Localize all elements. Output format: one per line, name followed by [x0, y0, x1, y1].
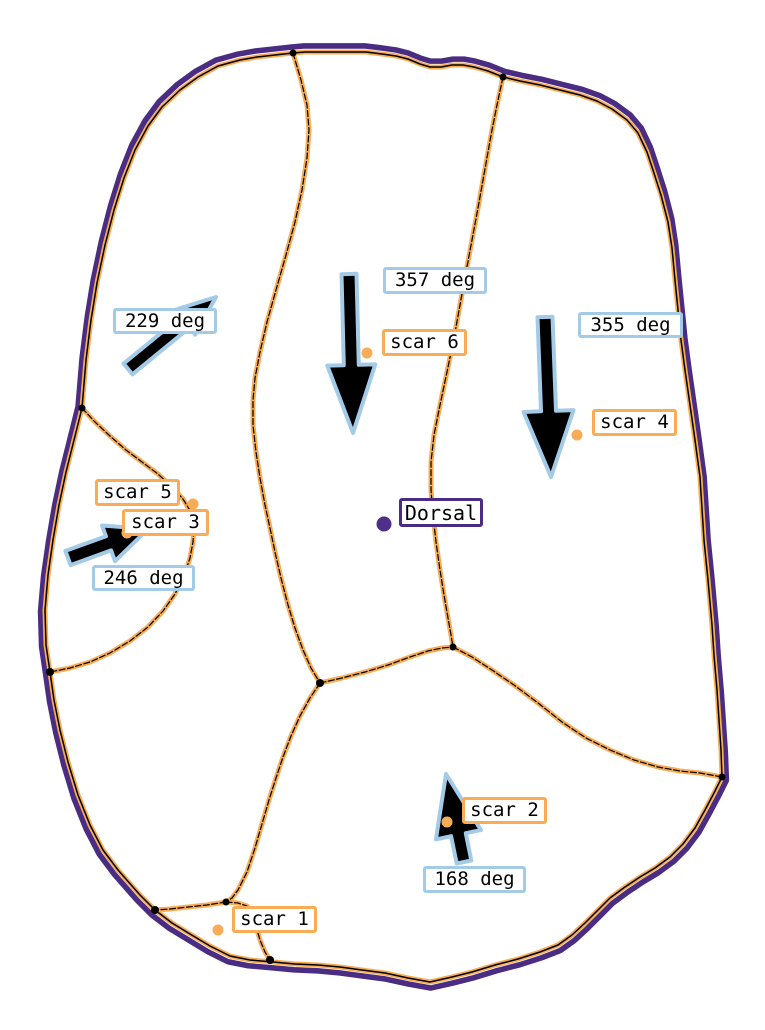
arrow-355-deg: [521, 314, 576, 479]
label-dorsal: Dorsal: [399, 498, 483, 527]
label-scar-4: scar 4: [592, 409, 677, 436]
arrow-357-deg: [325, 271, 378, 435]
scar-1-dot: [212, 924, 224, 936]
scar-dots: [121, 347, 583, 936]
label-scar-2: scar 2: [462, 797, 547, 824]
scar-boundaries-orange: [50, 53, 722, 960]
label-scar-3: scar 3: [122, 509, 209, 536]
label-229-deg: 229 deg: [113, 308, 217, 334]
label-scar-1: scar 1: [232, 906, 317, 933]
scar-5-dot: [187, 498, 199, 510]
label-246-deg: 246 deg: [92, 565, 195, 591]
scar-boundaries-centerline: [49, 52, 723, 961]
scar-6-dot: [361, 347, 373, 359]
label-355-deg: 355 deg: [578, 312, 683, 338]
label-scar-6: scar 6: [382, 329, 467, 356]
label-168-deg: 168 deg: [423, 866, 526, 893]
label-357-deg: 357 deg: [383, 267, 487, 294]
scar-2-dot: [441, 816, 453, 828]
boundary-junctions: [46, 49, 726, 964]
scar-4-dot: [571, 429, 583, 441]
dorsal-dot: [376, 516, 392, 532]
arrow-168-deg: [433, 772, 483, 866]
label-scar-5: scar 5: [95, 479, 180, 506]
